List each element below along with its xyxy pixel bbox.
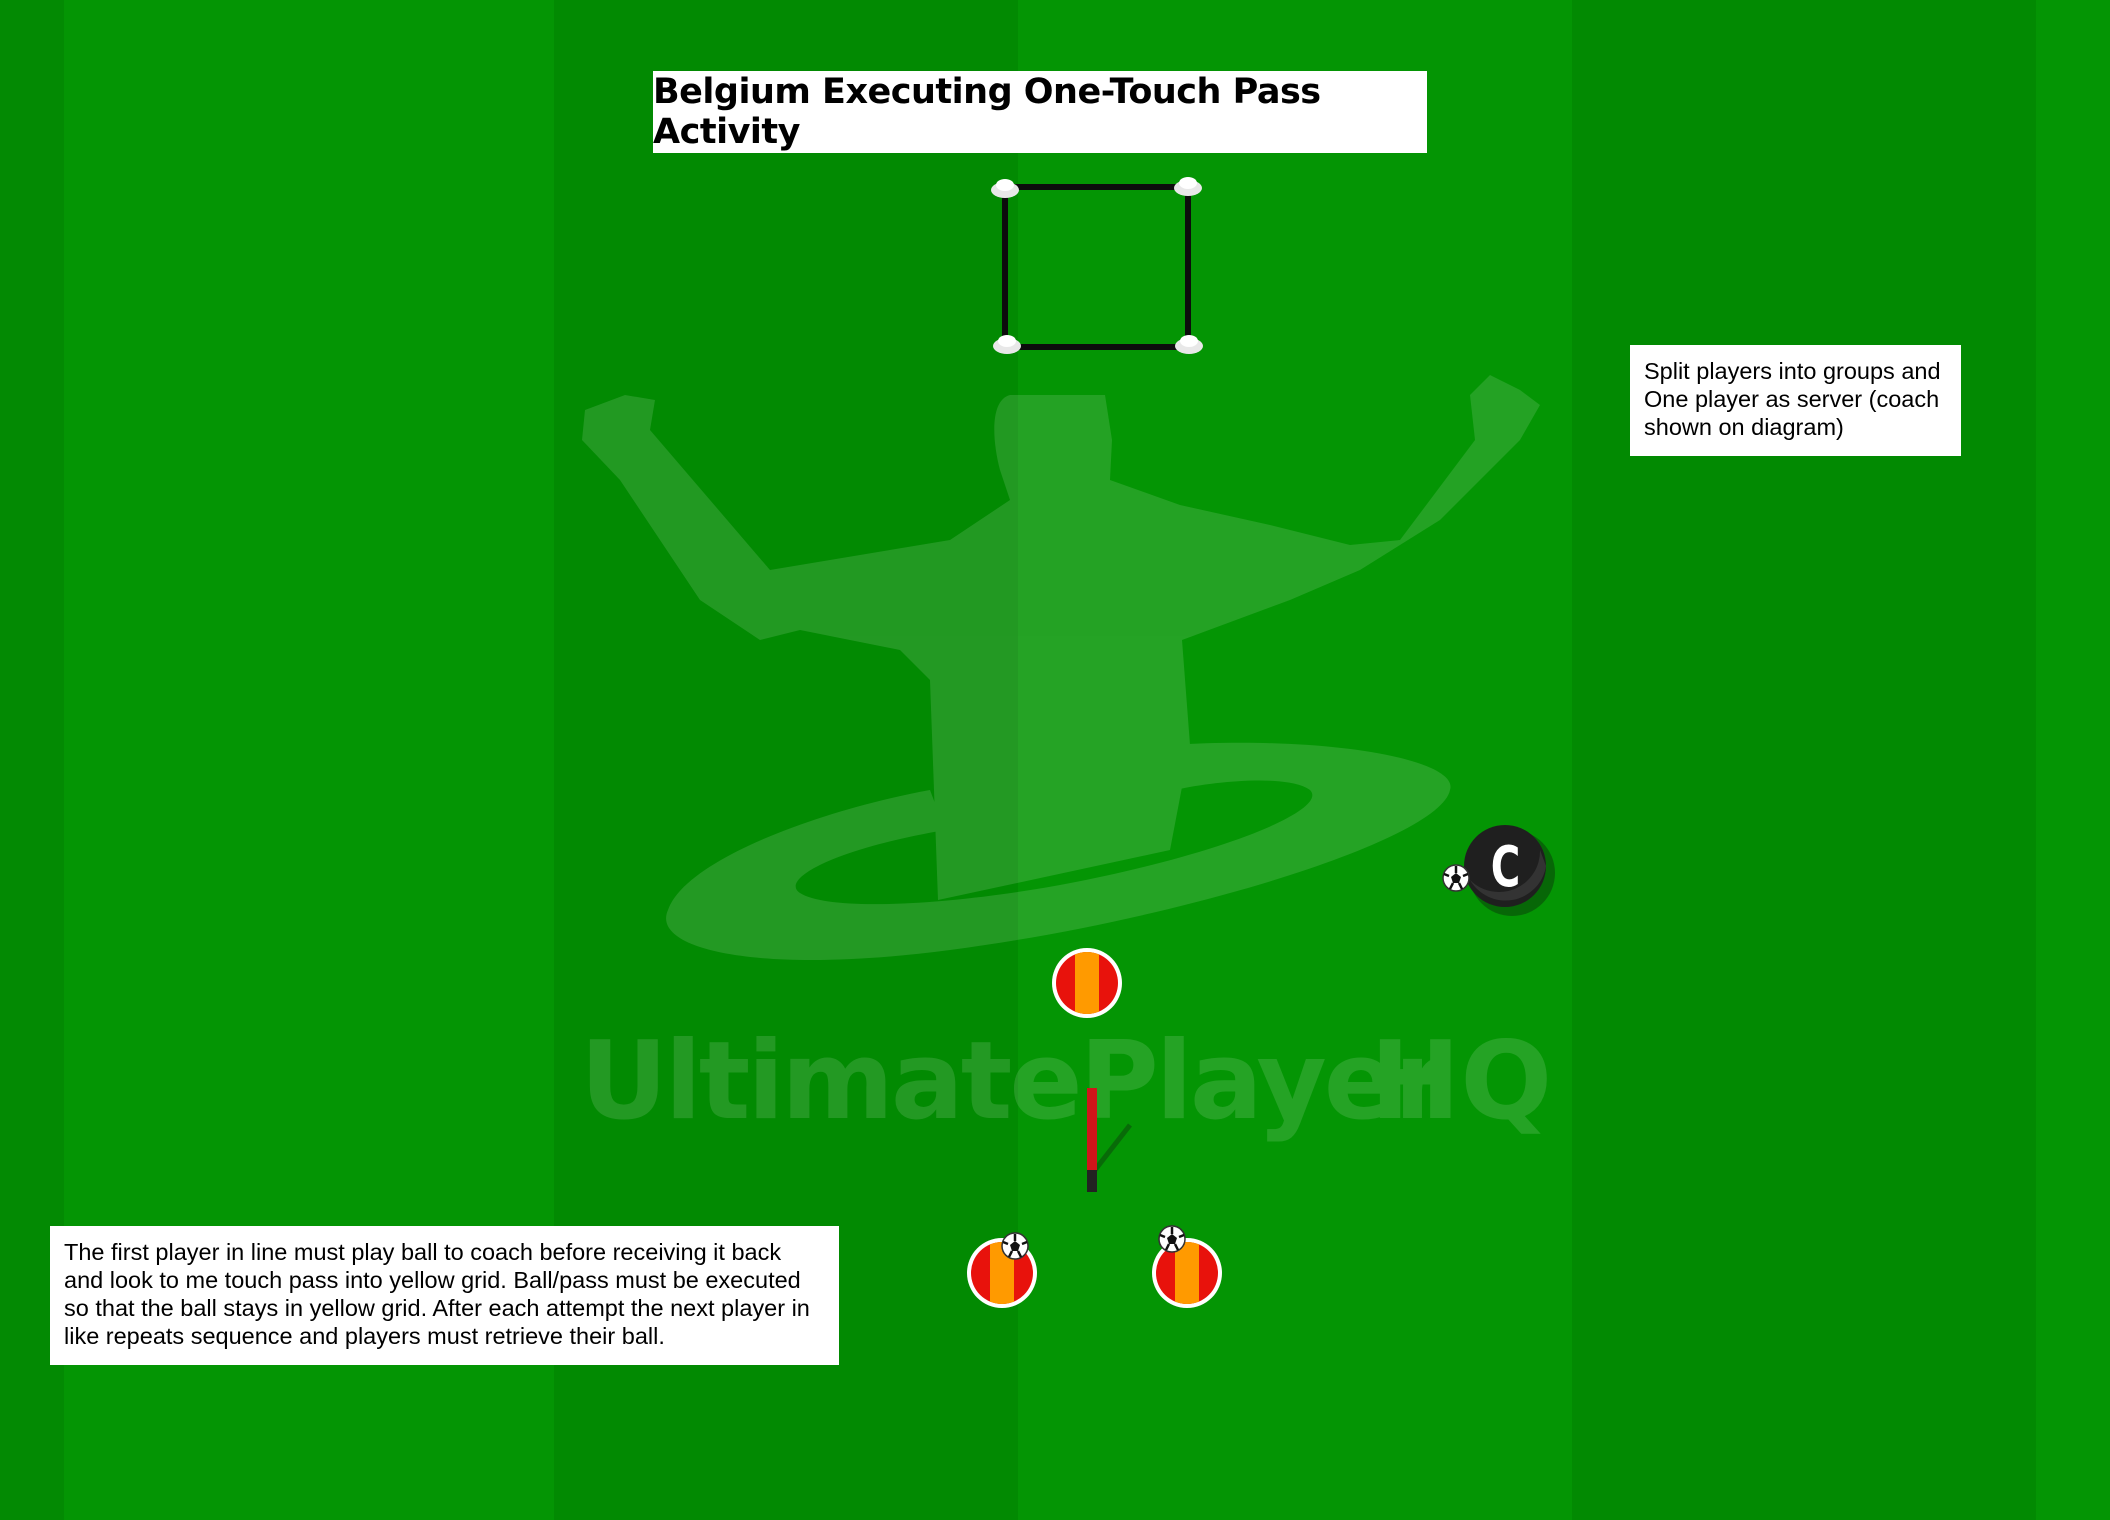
cone-icon [1174,177,1202,196]
watermark-text-hq: HQ [1370,1019,1552,1144]
pitch-stripe [2036,0,2110,1520]
cone-icon [1175,335,1203,354]
player-marker [1052,948,1122,1018]
cone-icon [993,335,1021,354]
instruction-note-setup: Split players into groups and One player… [1630,345,1961,456]
watermark-swoosh [666,742,1451,961]
watermark-text-main: UltimatePlayer [580,1019,1447,1144]
coach-label: C [1491,834,1521,899]
ball-icon [1442,864,1470,892]
instruction-note-sequence: The first player in line must play ball … [50,1226,839,1365]
pitch-stripe [1572,0,2036,1520]
player-marker [1152,1238,1222,1308]
watermark-player-silhouette [582,375,1540,900]
watermark-logo: UltimatePlayer HQ [580,375,1552,1144]
diagram-title: Belgium Executing One-Touch Pass Activit… [653,71,1427,153]
pitch-stripe [1018,0,1572,1520]
ball-icon [1158,1225,1186,1253]
cone-icon [991,179,1019,198]
coach-marker: C [1464,825,1555,916]
target-grid [991,177,1203,354]
pole-icon [1087,1088,1132,1192]
target-grid-outline [1002,184,1191,350]
ball-icon [1001,1232,1029,1260]
